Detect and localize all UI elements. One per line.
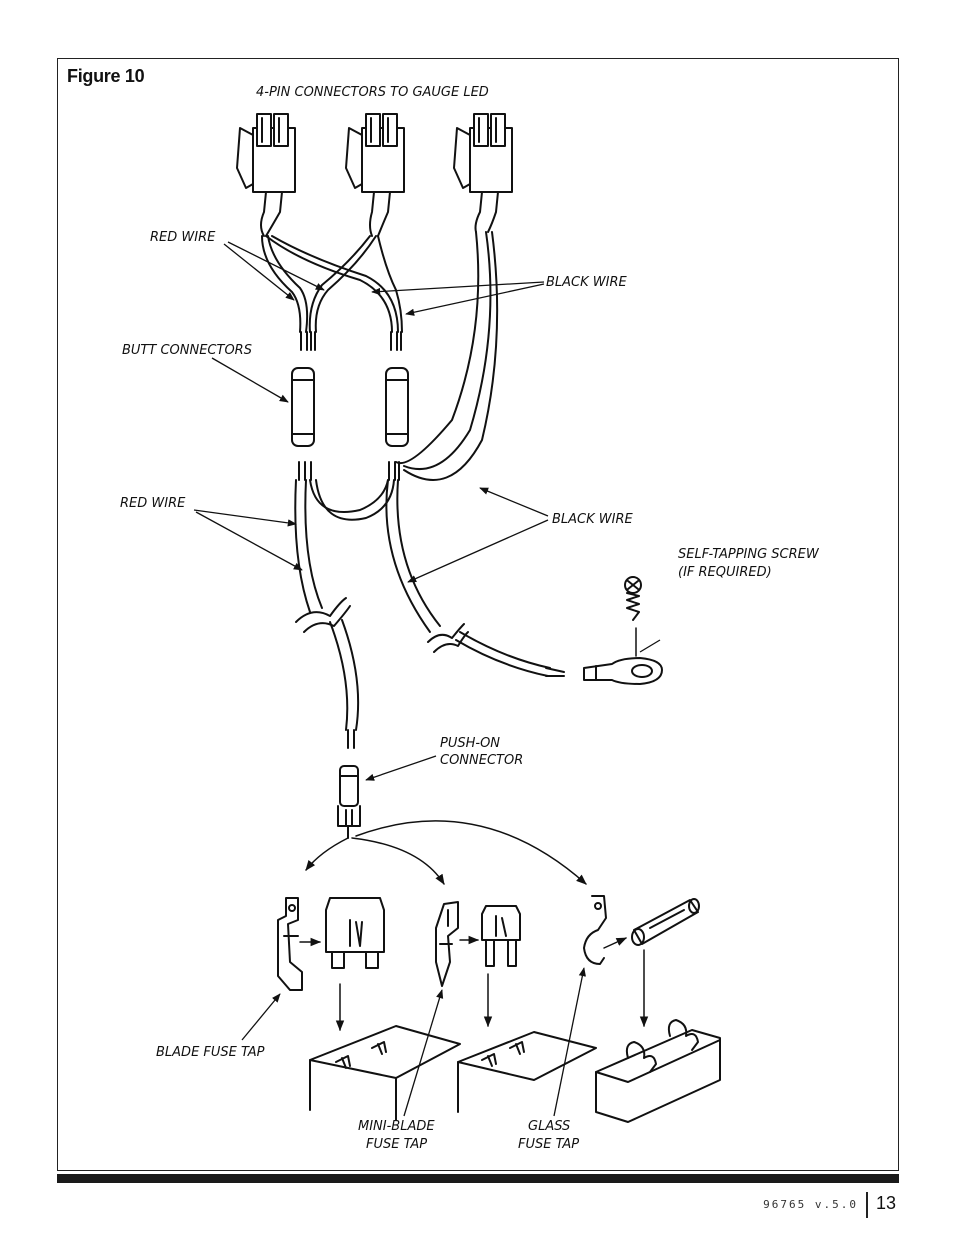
label-self-tapping-2: (IF REQUIRED)	[678, 565, 772, 580]
fuse-panel-mini-blade	[457, 1031, 597, 1113]
blade-fuse-tap	[277, 897, 303, 991]
leader-ring-terminal	[639, 639, 661, 653]
leader-red-mid-2	[195, 511, 303, 571]
leader-red-top-2	[227, 241, 325, 291]
label-blade-fuse-tap: BLADE FUSE TAP	[156, 1045, 265, 1060]
wire-break-marks	[295, 597, 469, 653]
connector-1	[236, 113, 296, 237]
mini-blade-fuse-tap	[435, 901, 459, 987]
fuse-panel-glass	[595, 1019, 721, 1123]
connector-2	[345, 113, 405, 237]
leader-red-mid-1	[193, 509, 297, 527]
glass-insert-arrow	[603, 937, 627, 949]
butt-connector-1	[291, 367, 315, 447]
leader-black-top-1	[371, 281, 545, 296]
leader-mini-tap	[403, 989, 444, 1117]
label-mini-blade-2: FUSE TAP	[366, 1137, 427, 1152]
butt-connector-2	[385, 367, 409, 447]
mini-blade-fuse	[481, 905, 521, 967]
footer-rule	[57, 1174, 899, 1183]
label-glass-1: GLASS	[528, 1119, 570, 1134]
label-push-on-1: PUSH-ON	[440, 736, 500, 751]
figure-title: Figure 10	[67, 66, 145, 86]
footer-divider	[866, 1192, 868, 1218]
label-mini-blade-1: MINI-BLADE	[358, 1119, 435, 1134]
lower-wires	[294, 461, 565, 749]
label-butt-connectors: BUTT CONNECTORS	[122, 343, 252, 358]
leader-glass-tap	[553, 967, 586, 1117]
label-black-wire-mid: BLACK WIRE	[552, 512, 634, 527]
leader-push-on	[365, 755, 437, 781]
glass-fuse	[631, 898, 700, 946]
label-connectors: 4-PIN CONNECTORS TO GAUGE LED	[256, 85, 489, 100]
label-self-tapping-1: SELF-TAPPING SCREW	[678, 547, 820, 562]
leader-black-top-2	[405, 283, 545, 316]
label-glass-2: FUSE TAP	[518, 1137, 579, 1152]
connector-3	[453, 113, 513, 233]
fuse-panel-blade	[309, 1025, 461, 1121]
label-red-wire-top: RED WIRE	[150, 230, 216, 245]
push-on-connector	[337, 765, 361, 839]
label-push-on-2: CONNECTOR	[440, 753, 523, 768]
label-black-wire-top: BLACK WIRE	[546, 275, 628, 290]
leader-black-mid-1	[479, 487, 549, 517]
label-red-wire-mid: RED WIRE	[120, 496, 186, 511]
branch-arrow-blade	[305, 837, 349, 871]
page-number: 13	[876, 1193, 897, 1213]
figure-frame	[57, 58, 899, 1171]
leader-butt	[211, 357, 289, 403]
leader-blade-tap	[241, 993, 281, 1041]
leader-black-mid-2	[407, 519, 549, 583]
document-code: 96765 v.5.0	[763, 1198, 858, 1211]
self-tapping-screw	[624, 576, 642, 621]
blade-fuse	[325, 897, 385, 969]
ring-terminal	[583, 657, 663, 685]
glass-fuse-tap	[583, 895, 607, 965]
leader-red-top-1	[223, 243, 295, 301]
branch-arrow-glass	[355, 820, 587, 885]
branch-arrow-mini-blade	[351, 837, 445, 885]
